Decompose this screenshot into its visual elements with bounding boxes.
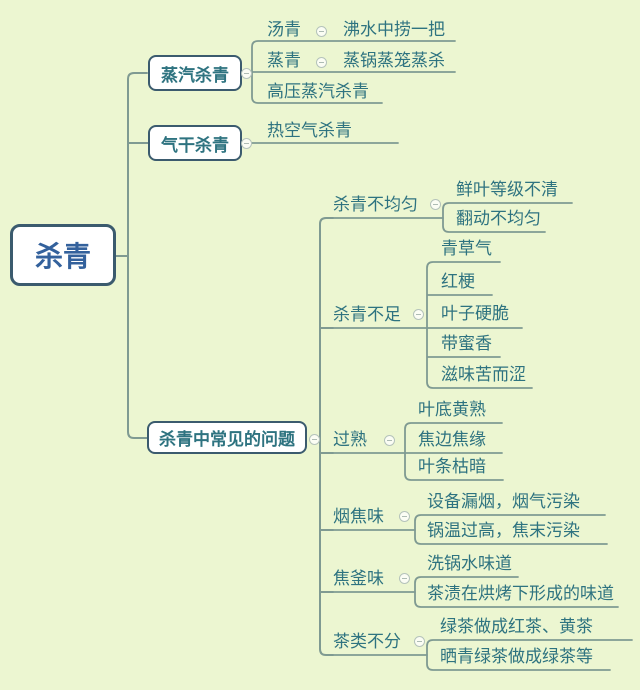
subtopic-insufficient[interactable]: 杀青不足 — [333, 305, 401, 325]
root-topic-label: 杀青 — [34, 240, 91, 273]
collapse-icon-steam[interactable] — [241, 68, 252, 79]
leaf-tangqing-note[interactable]: 沸水中捞一把 — [343, 20, 445, 40]
leaf-zhengqing-note[interactable]: 蒸锅蒸笼蒸杀 — [343, 51, 445, 71]
topic-airdry[interactable]: 气干杀青 — [148, 125, 242, 161]
collapse-icon-insufficient[interactable] — [413, 309, 424, 320]
leaf-insufficient-cause-2[interactable]: 红梗 — [441, 272, 475, 292]
leaf-uneven-cause-1[interactable]: 鲜叶等级不清 — [456, 180, 558, 200]
topic-problems-label: 杀青中常见的问题 — [159, 430, 295, 450]
subtopic-zhengqing[interactable]: 蒸青 — [267, 51, 301, 71]
topic-problems[interactable]: 杀青中常见的问题 — [147, 421, 307, 454]
collapse-icon-airdry[interactable] — [241, 138, 252, 149]
collapse-icon-zhengqing[interactable] — [316, 57, 327, 68]
subtopic-uneven[interactable]: 杀青不均匀 — [333, 195, 418, 215]
leaf-wrongtype-cause-1[interactable]: 绿茶做成红茶、黄茶 — [440, 617, 593, 637]
subtopic-burntpot[interactable]: 焦釜味 — [333, 569, 384, 589]
leaf-smoky-cause-1[interactable]: 设备漏烟，烟气污染 — [427, 492, 580, 512]
leaf-wrongtype-cause-2[interactable]: 晒青绿茶做成绿茶等 — [440, 647, 593, 667]
subtopic-tangqing[interactable]: 汤青 — [267, 20, 301, 40]
subtopic-overdone[interactable]: 过熟 — [333, 430, 367, 450]
collapse-icon-burntpot[interactable] — [399, 573, 410, 584]
leaf-uneven-cause-2[interactable]: 翻动不均匀 — [456, 209, 541, 229]
subtopic-wrongtype[interactable]: 茶类不分 — [333, 632, 401, 652]
leaf-insufficient-cause-3[interactable]: 叶子硬脆 — [441, 304, 509, 324]
leaf-burntpot-cause-1[interactable]: 洗锅水味道 — [427, 554, 512, 574]
topic-steam[interactable]: 蒸汽杀青 — [148, 55, 242, 91]
leaf-smoky-cause-2[interactable]: 锅温过高，焦末污染 — [427, 521, 580, 541]
root-topic[interactable]: 杀青 — [10, 224, 116, 286]
leaf-hotair[interactable]: 热空气杀青 — [267, 121, 352, 141]
leaf-insufficient-cause-5[interactable]: 滋味苦而涩 — [441, 365, 526, 385]
leaf-overdone-cause-3[interactable]: 叶条枯暗 — [418, 457, 486, 477]
collapse-icon-problems[interactable] — [309, 434, 320, 445]
leaf-insufficient-cause-4[interactable]: 带蜜香 — [441, 334, 492, 354]
collapse-icon-wrongtype[interactable] — [414, 636, 425, 647]
subtopic-highpressure[interactable]: 高压蒸汽杀青 — [267, 82, 369, 102]
leaf-overdone-cause-1[interactable]: 叶底黄熟 — [418, 400, 486, 420]
subtopic-smoky[interactable]: 烟焦味 — [333, 507, 384, 527]
leaf-burntpot-cause-2[interactable]: 茶渍在烘烤下形成的味道 — [427, 584, 614, 604]
topic-steam-label: 蒸汽杀青 — [161, 65, 229, 86]
connector-root-trunk — [115, 72, 149, 439]
collapse-icon-tangqing[interactable] — [316, 26, 327, 37]
leaf-insufficient-cause-1[interactable]: 青草气 — [441, 239, 492, 259]
collapse-icon-overdone[interactable] — [384, 435, 395, 446]
leaf-overdone-cause-2[interactable]: 焦边焦缘 — [418, 430, 486, 450]
topic-airdry-label: 气干杀青 — [161, 135, 229, 156]
collapse-icon-smoky[interactable] — [399, 511, 410, 522]
collapse-icon-uneven[interactable] — [430, 199, 441, 210]
connector-problems-trunk — [319, 217, 334, 656]
